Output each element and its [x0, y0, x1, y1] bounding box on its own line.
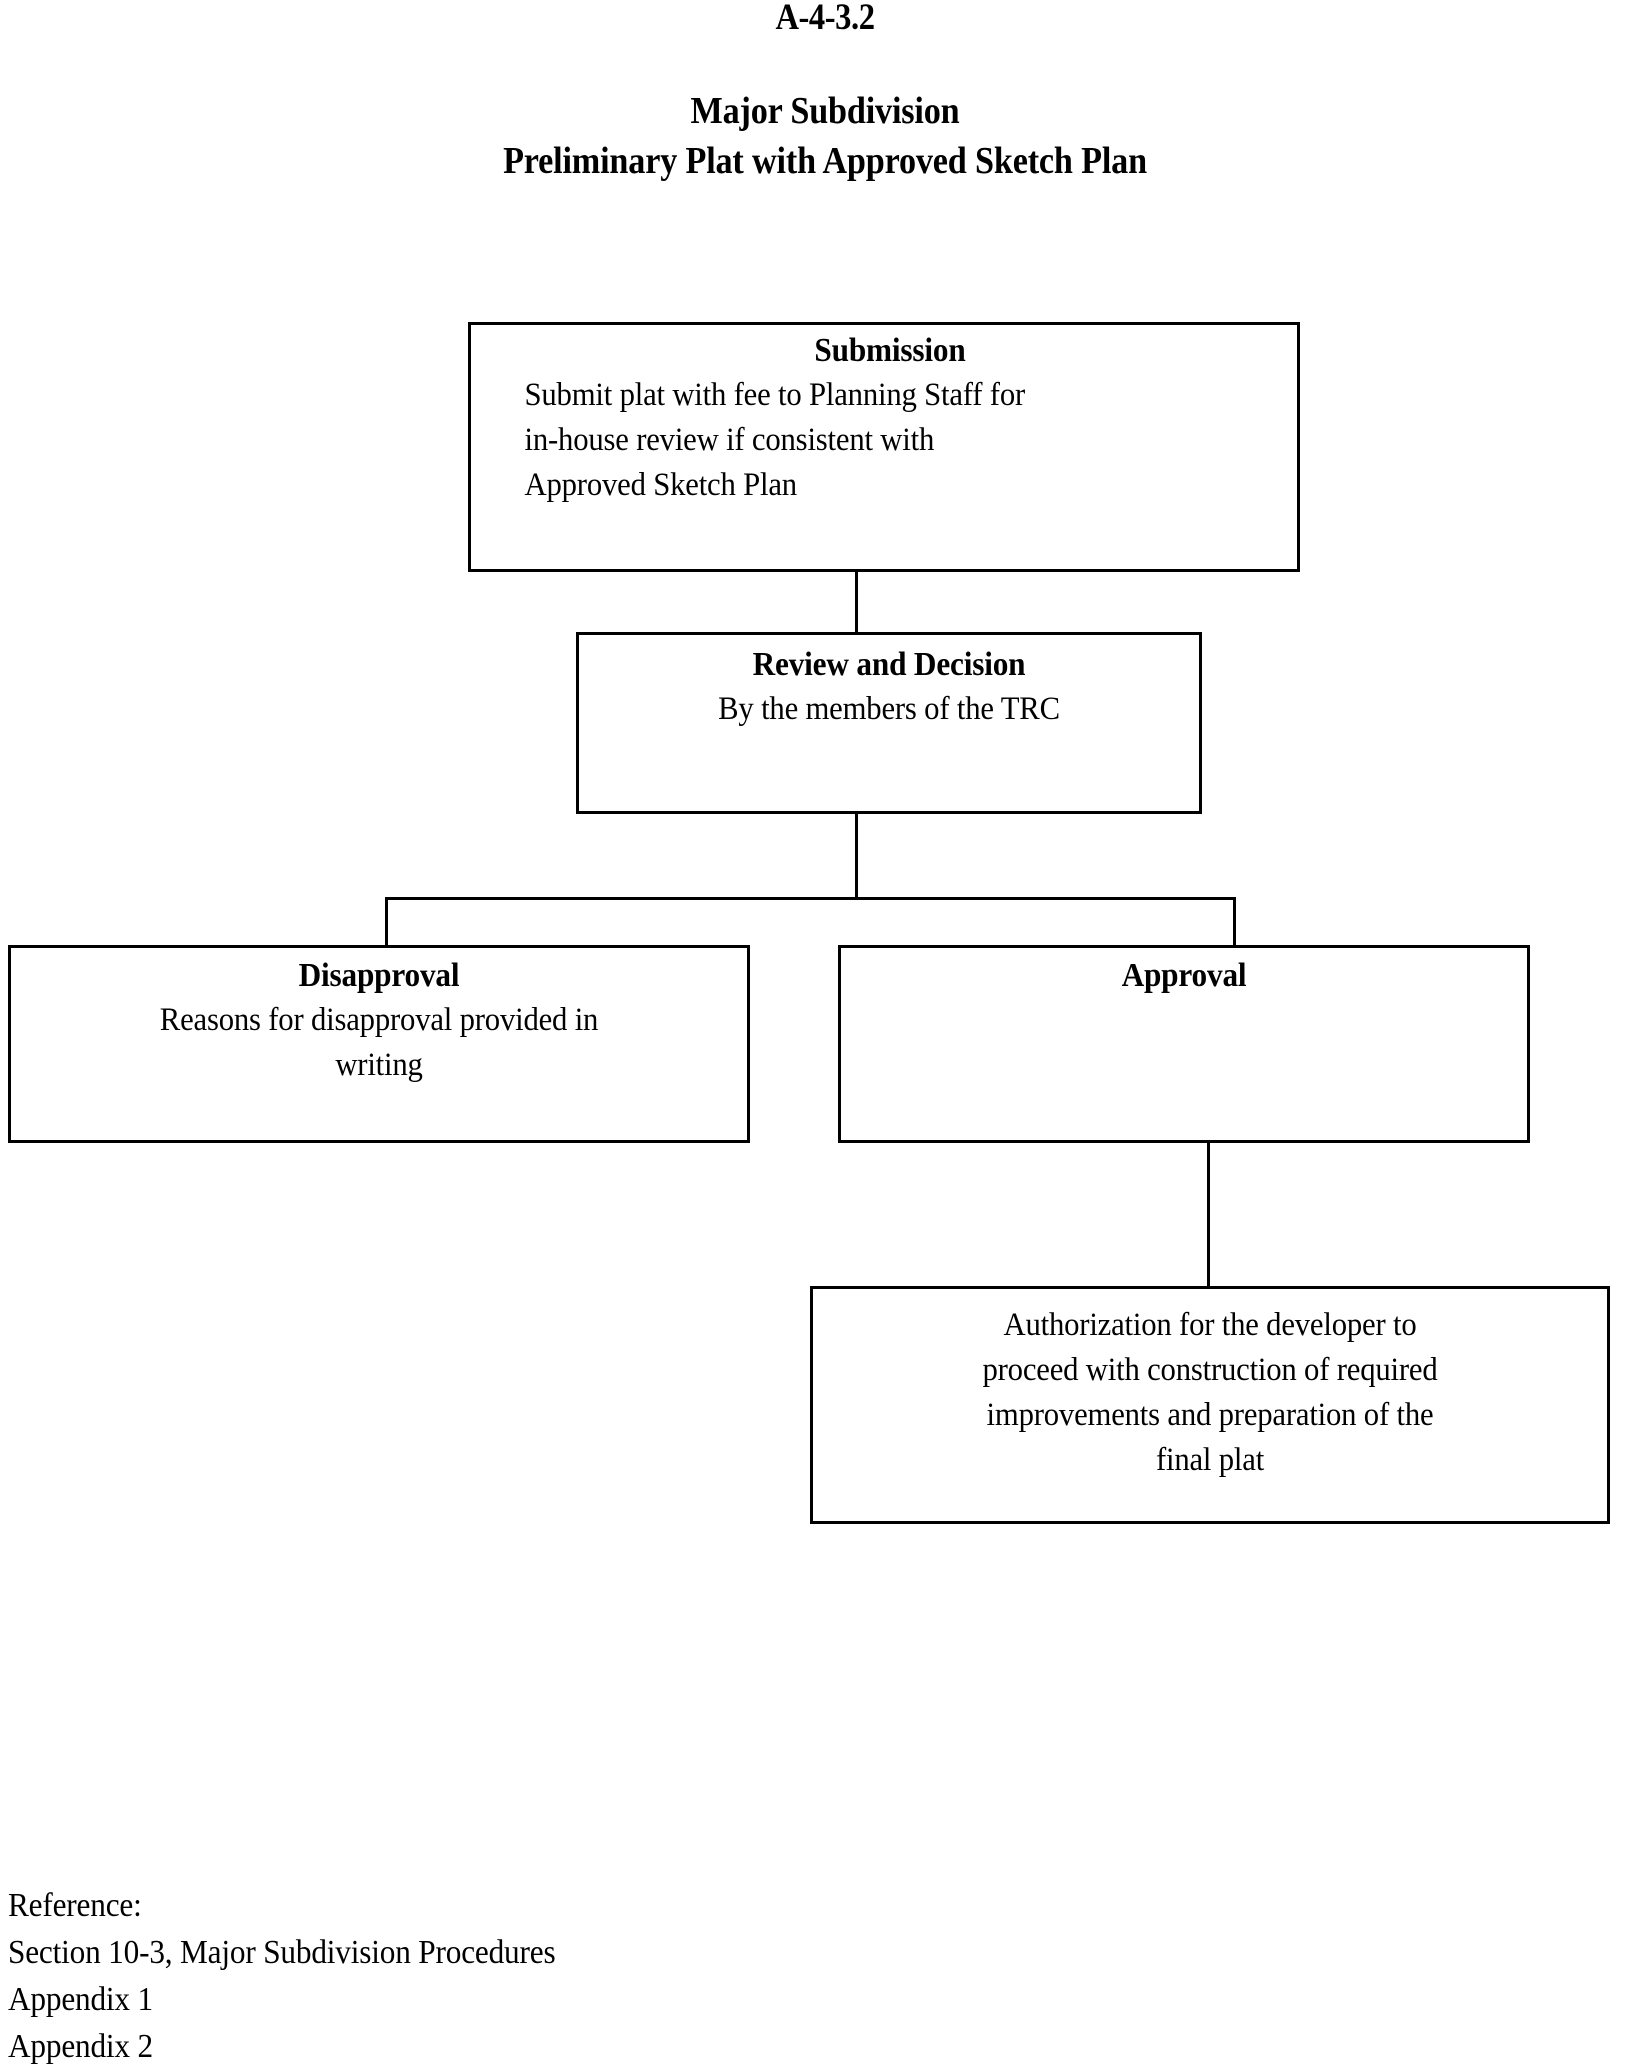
flow-node-disapproval-body-line-2: writing [335, 1047, 423, 1083]
connector-approval-to-authorization [1207, 1141, 1210, 1288]
page-title: Major Subdivision Preliminary Plat with … [0, 86, 1650, 186]
reference-line-1: Section 10-3, Major Subdivision Procedur… [8, 1934, 556, 1971]
flow-node-review-body-line-1: By the members of the TRC [718, 691, 1060, 727]
flow-node-disapproval-body-line-1: Reasons for disapproval provided in [159, 1002, 599, 1038]
flow-node-authorization-body-line-4: final plat [1155, 1442, 1265, 1478]
flow-node-disapproval-content: Disapproval Reasons for disapproval prov… [11, 948, 747, 1094]
flow-node-submission: Submission Submit plat with fee to Plann… [468, 322, 1300, 572]
flow-node-disapproval-body: Reasons for disapproval provided in writ… [50, 998, 708, 1088]
flow-node-disapproval: Disapproval Reasons for disapproval prov… [8, 945, 750, 1143]
flow-node-submission-title: Submission [814, 332, 966, 369]
connector-leg-disapproval [385, 897, 388, 947]
flow-node-submission-body-line-1: Submit plat with fee to Planning Staff f… [524, 377, 1026, 413]
title-line-1: Major Subdivision [690, 90, 960, 132]
flow-node-approval-content: Approval [841, 948, 1527, 1004]
flow-node-submission-body: Submit plat with fee to Planning Staff f… [525, 373, 1256, 508]
title-line-2: Preliminary Plat with Approved Sketch Pl… [503, 140, 1147, 182]
connector-review-down [855, 812, 858, 900]
flow-node-submission-body-line-2: in-house review if consistent with [524, 422, 935, 458]
connector-split-bar [385, 897, 1236, 900]
reference-heading: Reference: [8, 1887, 142, 1924]
flow-node-authorization-body-line-2: proceed with construction of required [982, 1352, 1438, 1388]
flow-node-review-content: Review and Decision By the members of th… [579, 635, 1199, 738]
connector-submission-to-review [855, 570, 858, 634]
flow-node-review-title: Review and Decision [752, 646, 1026, 683]
flow-node-approval-title: Approval [1121, 957, 1247, 994]
connector-leg-approval [1233, 897, 1236, 947]
flow-node-review-body: By the members of the TRC [614, 687, 1165, 732]
reference-line-3: Appendix 2 [8, 2028, 153, 2065]
document-id: A-4-3.2 [775, 0, 875, 38]
flow-node-authorization-content: Authorization for the developer to proce… [813, 1289, 1607, 1489]
flow-node-authorization-body-line-1: Authorization for the developer to [1003, 1307, 1417, 1343]
flow-node-submission-content: Submission Submit plat with fee to Plann… [471, 325, 1297, 514]
reference-line-2: Appendix 1 [8, 1981, 153, 2018]
reference-block: Reference: Section 10-3, Major Subdivisi… [8, 1882, 928, 2070]
flow-node-authorization-body: Authorization for the developer to proce… [861, 1303, 1559, 1483]
flow-node-disapproval-title: Disapproval [298, 957, 460, 994]
flow-node-submission-body-line-3: Approved Sketch Plan [524, 467, 798, 503]
flow-node-authorization-body-line-3: improvements and preparation of the [986, 1397, 1434, 1433]
flow-node-authorization: Authorization for the developer to proce… [810, 1286, 1610, 1524]
flow-node-approval: Approval [838, 945, 1530, 1143]
flow-node-review-and-decision: Review and Decision By the members of th… [576, 632, 1202, 814]
